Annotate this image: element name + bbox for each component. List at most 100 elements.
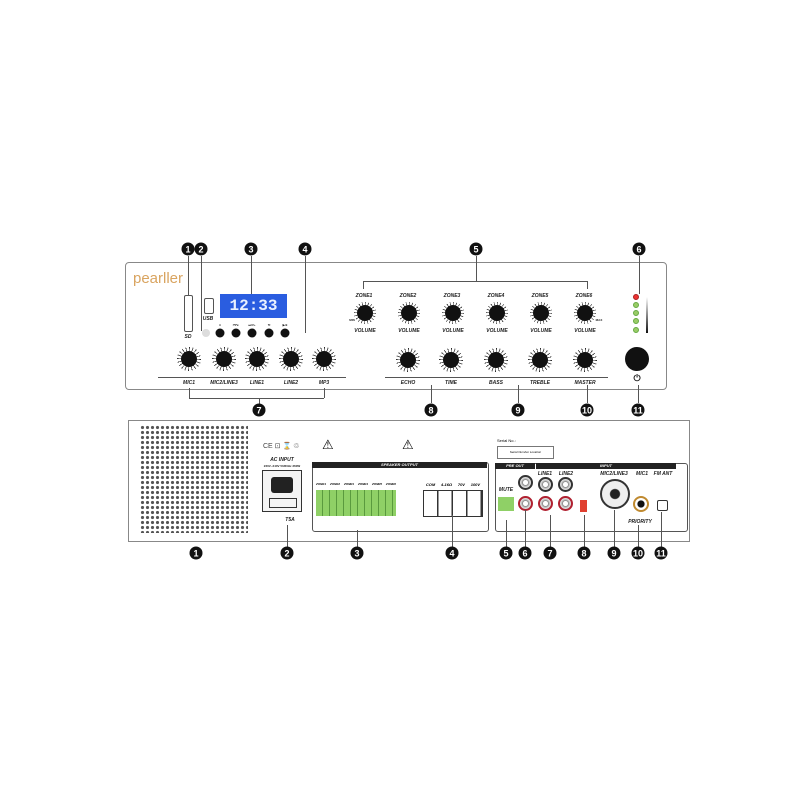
zone4-volume-knob[interactable] — [486, 302, 508, 324]
btn-label: ⏮/V- — [232, 323, 240, 327]
tap-label: 100V — [470, 482, 481, 487]
dip-switch[interactable] — [580, 500, 587, 512]
line2-knob[interactable] — [279, 347, 303, 371]
callout-2: 2 — [280, 546, 294, 560]
treble-knob[interactable] — [528, 348, 552, 372]
divider — [385, 377, 608, 378]
callout-9: 9 — [511, 403, 525, 417]
zone-label: ZONE1 — [355, 293, 373, 299]
mp3-knob[interactable] — [312, 347, 336, 371]
callout-6: 6 — [632, 242, 646, 256]
btn-label: ▶/⏸ — [282, 323, 288, 327]
line2-right[interactable] — [558, 496, 573, 511]
volume-label: VOLUME — [530, 328, 552, 334]
bracket — [363, 281, 364, 289]
btn-label: ⏭/V+ — [248, 323, 256, 327]
combo-xlr-jack[interactable] — [600, 479, 630, 509]
callout-11: 11 — [631, 403, 645, 417]
leader — [305, 256, 306, 333]
line1-right[interactable] — [538, 496, 553, 511]
usb-port[interactable] — [204, 298, 214, 314]
power-button[interactable] — [625, 347, 649, 371]
callout-4: 4 — [445, 546, 459, 560]
signal-led — [633, 302, 639, 308]
line1-left[interactable] — [538, 477, 553, 492]
play-button[interactable] — [280, 328, 290, 338]
fm-antenna-port[interactable] — [657, 500, 668, 511]
knob-label: MIC2/LINE3 — [210, 380, 238, 386]
leader — [431, 385, 432, 403]
signal-led — [633, 327, 639, 333]
mic1-jack[interactable] — [633, 496, 649, 512]
callout-1: 1 — [189, 546, 203, 560]
leader — [506, 520, 507, 547]
line1-knob[interactable] — [245, 347, 269, 371]
zone-label: ZONE4 — [487, 293, 505, 299]
fan-grille — [140, 425, 248, 533]
pre-out-left[interactable] — [518, 475, 533, 490]
knob-label: BASS — [489, 380, 503, 386]
time-knob[interactable] — [439, 348, 463, 372]
usb-label: USB — [202, 316, 214, 322]
callout-7: 7 — [252, 403, 266, 417]
btn-label: ⟲ — [267, 323, 271, 327]
zone-term-label: ZONE2 — [329, 482, 340, 486]
next-button[interactable] — [247, 328, 257, 338]
warning-icon: ⚠ — [402, 437, 414, 452]
callout-5: 5 — [469, 242, 483, 256]
clip-led — [633, 294, 639, 300]
leader — [587, 385, 588, 403]
leader — [188, 256, 189, 295]
mic1-label: MIC1 — [636, 471, 648, 477]
zone5-volume-knob[interactable] — [530, 302, 552, 324]
mic2-line3-knob[interactable] — [212, 347, 236, 371]
master-knob[interactable] — [573, 348, 597, 372]
leader — [550, 515, 551, 547]
callout-4: 4 — [298, 242, 312, 256]
brand-logo: pearller — [133, 270, 184, 287]
knob-label: LINE1 — [249, 380, 265, 386]
leader — [357, 530, 358, 547]
zone3-volume-knob[interactable] — [442, 302, 464, 324]
btn-label: ⏸ — [219, 323, 221, 327]
mute-terminal[interactable] — [498, 497, 514, 511]
ac-spec: 220V~240V 50/60Hz 360W — [263, 464, 301, 468]
zone-label: ZONE5 — [531, 293, 549, 299]
bass-knob[interactable] — [484, 348, 508, 372]
zone-term-label: ZONE4 — [357, 482, 368, 486]
callout-7: 7 — [543, 546, 557, 560]
serial-box: Serial Number Location — [497, 446, 554, 459]
warning-icon: ⚠ — [322, 437, 334, 452]
zone2-volume-knob[interactable] — [398, 302, 420, 324]
pre-out-right[interactable] — [518, 496, 533, 511]
prev-button[interactable] — [231, 328, 241, 338]
zone1-volume-knob[interactable] — [354, 302, 376, 324]
pause-button[interactable] — [215, 328, 225, 338]
mic1-knob[interactable] — [177, 347, 201, 371]
cert-marks: CE ⊡ ⌛ ♲ — [263, 443, 300, 450]
volume-label: VOLUME — [354, 328, 376, 334]
leader — [661, 512, 662, 547]
priority-label: PRIORITY — [628, 519, 652, 525]
echo-knob[interactable] — [396, 348, 420, 372]
knob-label: LINE2 — [283, 380, 299, 386]
line2-label: LINE2 — [558, 471, 574, 477]
ac-inlet[interactable] — [262, 470, 302, 512]
zone-term-label: ZONE1 — [316, 482, 327, 486]
knob-label: MIC1 — [183, 380, 195, 386]
sd-slot[interactable] — [184, 295, 193, 332]
ac-input-label: AC INPUT — [270, 457, 294, 463]
screw-terminals[interactable] — [423, 490, 483, 517]
leader — [525, 510, 526, 547]
leader — [638, 385, 639, 403]
ir-sensor — [202, 329, 210, 337]
repeat-button[interactable] — [264, 328, 274, 338]
zone6-volume-knob[interactable] — [574, 302, 596, 324]
line2-left[interactable] — [558, 477, 573, 492]
leader — [584, 515, 585, 547]
callout-3: 3 — [244, 242, 258, 256]
knob-label: TIME — [445, 380, 457, 386]
volume-label: VOLUME — [574, 328, 596, 334]
zone-term-label: ZONE6 — [385, 482, 396, 486]
speaker-terminal-block[interactable] — [316, 490, 396, 516]
